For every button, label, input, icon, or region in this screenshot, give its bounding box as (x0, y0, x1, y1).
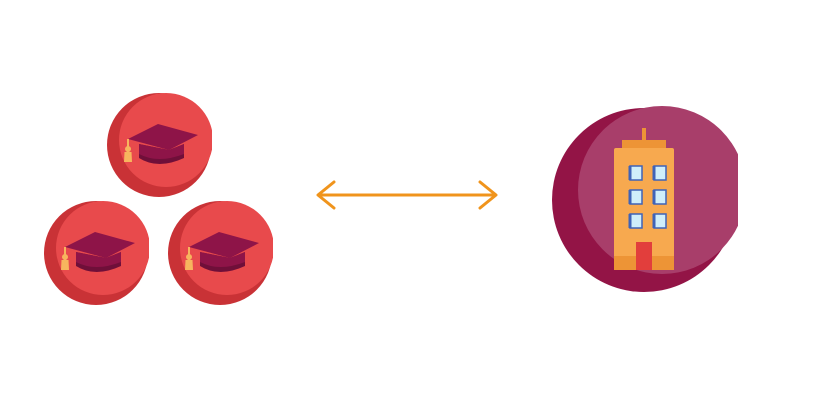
graduation-cap-icon (44, 201, 149, 305)
office-building-icon (552, 106, 738, 292)
graduation-cap-icon (107, 93, 212, 197)
graduation-cap-icon (168, 201, 273, 305)
double-headed-arrow-icon (316, 180, 498, 210)
